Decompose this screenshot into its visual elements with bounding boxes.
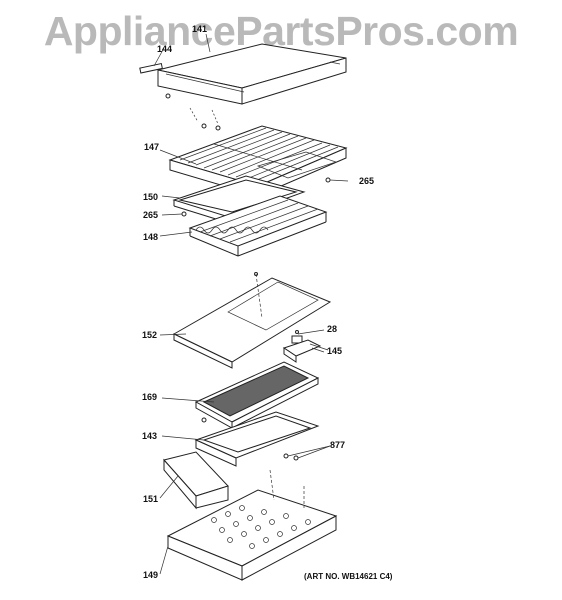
- callout-143: 143: [142, 431, 158, 441]
- switch-part: [291, 330, 303, 344]
- callout-265-upper: 265: [359, 176, 375, 186]
- callout-141: 141: [192, 24, 208, 34]
- handle-part: [139, 62, 163, 74]
- callout-148: 148: [143, 232, 159, 242]
- front-rail-part: [163, 451, 229, 510]
- callout-877: 877: [330, 440, 346, 450]
- callout-152: 152: [142, 330, 158, 340]
- callout-149: 149: [143, 570, 159, 580]
- callout-28: 28: [327, 324, 338, 334]
- callout-145: 145: [327, 346, 343, 356]
- burner-rack-part: [188, 195, 328, 257]
- drip-pan-part: [172, 272, 332, 369]
- callout-147: 147: [144, 142, 160, 152]
- griddle-plate-part: [194, 411, 320, 467]
- base-pan-part: [166, 453, 338, 581]
- callout-169: 169: [142, 392, 158, 402]
- watermark-text: AppliancePartsPros.com: [43, 8, 519, 54]
- callout-151: 151: [143, 494, 159, 504]
- callout-265-lower: 265: [143, 210, 159, 220]
- screw-part: [181, 211, 187, 217]
- art-number: (ART NO. WB14621 C4): [304, 572, 393, 581]
- callout-144: 144: [157, 44, 173, 54]
- heating-element-part: [194, 361, 320, 429]
- griddle-cover-part: [157, 43, 347, 131]
- switch-bracket-part: [282, 339, 329, 363]
- leader-lines: [153, 33, 349, 575]
- callout-150: 150: [143, 192, 159, 202]
